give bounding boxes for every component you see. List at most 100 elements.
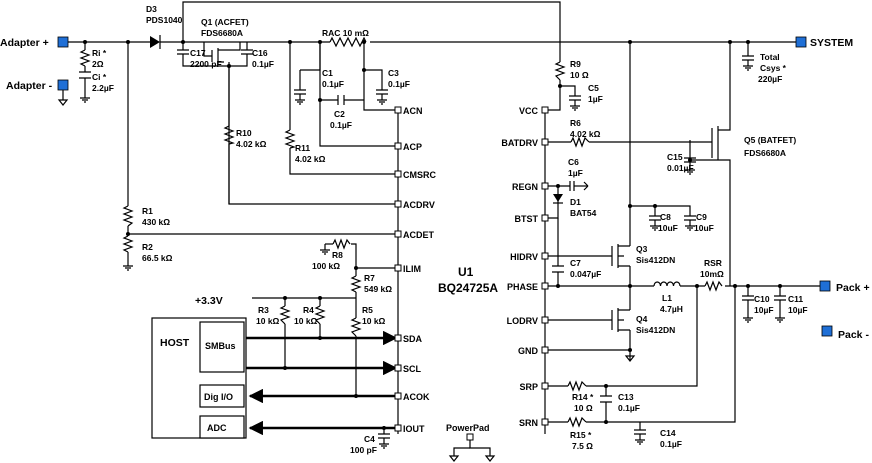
host-smbus-label: SMBus bbox=[205, 341, 236, 351]
terminal-system[interactable] bbox=[795, 36, 807, 48]
part-label: 10mΩ bbox=[700, 269, 724, 279]
part-label: R10 bbox=[236, 128, 252, 138]
part-label: R9 bbox=[570, 59, 581, 69]
ic-right-pin-boxes bbox=[466, 106, 549, 441]
part-label: FDS6680A bbox=[744, 148, 786, 158]
pin-label: ACP bbox=[403, 142, 422, 152]
part-label: 4.02 kΩ bbox=[570, 129, 601, 139]
pin-label: SDA bbox=[403, 334, 423, 344]
label-3v3: +3.3V bbox=[195, 295, 223, 307]
resistor-r1-symbol bbox=[122, 205, 134, 227]
part-label: 10 kΩ bbox=[294, 316, 318, 326]
pin-label: BATDRV bbox=[501, 138, 538, 148]
pin-label: HIDRV bbox=[510, 252, 538, 262]
part-label: 1µF bbox=[588, 94, 603, 104]
ic-refdes: U1 bbox=[458, 265, 474, 279]
part-label: 100 kΩ bbox=[312, 261, 340, 271]
pin-label: BTST bbox=[515, 214, 539, 224]
part-label: R11 bbox=[295, 143, 310, 153]
part-label: 7.5 Ω bbox=[572, 441, 593, 451]
host-buses bbox=[245, 330, 398, 436]
component-labels: D3 PDS1040 Q1 (ACFET) FDS6680A C17 2200 … bbox=[92, 4, 808, 455]
pin-label: IOUT bbox=[403, 424, 425, 434]
part-label: L1 bbox=[662, 293, 672, 303]
part-label: R3 bbox=[258, 305, 269, 315]
part-label: 0.1µF bbox=[660, 439, 682, 449]
resistor-r4-symbol bbox=[314, 305, 326, 325]
part-label: 220µF bbox=[758, 74, 782, 84]
terminal-adapter-minus[interactable] bbox=[57, 79, 69, 91]
resistor-r9-symbol bbox=[554, 61, 566, 81]
part-label: C1 bbox=[322, 68, 333, 78]
pin-label: ACDRV bbox=[403, 200, 435, 210]
pin-label: CMSRC bbox=[403, 170, 436, 180]
junction-dots bbox=[83, 40, 782, 430]
part-label: R6 bbox=[570, 118, 581, 128]
part-label: Total bbox=[760, 52, 780, 62]
part-label: C5 bbox=[588, 83, 599, 93]
mosfet-q1-symbol bbox=[203, 42, 241, 64]
ic-left-pin-boxes bbox=[394, 106, 402, 432]
part-label: 0.1µF bbox=[618, 403, 640, 413]
part-label: 0.1µF bbox=[252, 59, 274, 69]
resistor-rsr-symbol bbox=[704, 280, 723, 292]
part-label: C16 bbox=[252, 48, 268, 58]
part-label: Ci * bbox=[92, 72, 107, 82]
part-label: C2 bbox=[334, 109, 345, 119]
pin-label: SCL bbox=[403, 364, 422, 374]
part-label: 10µF bbox=[788, 305, 808, 315]
pin-label: SRN bbox=[519, 418, 538, 428]
part-label: Sis412DN bbox=[636, 255, 675, 265]
terminal-adapter-plus[interactable] bbox=[57, 36, 69, 48]
part-label: 66.5 kΩ bbox=[142, 253, 173, 263]
label-pack-plus: Pack + bbox=[836, 282, 870, 294]
host-block bbox=[151, 317, 247, 439]
host-labels: HOST SMBus Dig I/O ADC bbox=[160, 337, 236, 433]
pin-label: VCC bbox=[519, 106, 539, 116]
part-label: Csys * bbox=[760, 63, 787, 73]
part-label: C15 bbox=[667, 152, 683, 162]
host-title: HOST bbox=[160, 337, 190, 349]
pin-label: PHASE bbox=[507, 282, 538, 292]
part-label: 10 kΩ bbox=[256, 316, 280, 326]
resistor-r8-symbol bbox=[332, 238, 351, 250]
resistor-r3-symbol bbox=[279, 305, 291, 325]
part-label: 0.1µF bbox=[330, 120, 352, 130]
part-label: 2.2µF bbox=[92, 83, 114, 93]
resistor-r7-symbol bbox=[350, 275, 362, 293]
part-label: C3 bbox=[388, 68, 399, 78]
part-label: 0.1µF bbox=[322, 79, 344, 89]
terminal-pack-plus[interactable] bbox=[819, 280, 831, 292]
part-label: Q3 bbox=[636, 244, 648, 254]
terminals bbox=[57, 36, 833, 337]
part-label: 4.02 kΩ bbox=[236, 139, 267, 149]
part-label: C11 bbox=[788, 294, 803, 304]
part-label: Q4 bbox=[636, 314, 648, 324]
part-label: R8 bbox=[332, 250, 343, 260]
mosfet-q4-symbol bbox=[604, 308, 630, 332]
part-label: RAC 10 mΩ bbox=[322, 28, 369, 38]
ic-u1 bbox=[397, 110, 546, 434]
part-label: C14 bbox=[660, 428, 676, 438]
part-label: Q1 (ACFET) bbox=[201, 17, 249, 27]
terminal-pack-minus[interactable] bbox=[821, 325, 833, 337]
part-label: R1 bbox=[142, 206, 153, 216]
part-label: Ri * bbox=[92, 48, 107, 58]
part-label: FDS6680A bbox=[201, 28, 243, 38]
part-label: 0.047µF bbox=[570, 269, 601, 279]
label-system: SYSTEM bbox=[810, 37, 853, 49]
pin-label: REGN bbox=[512, 182, 538, 192]
pin-label: ILIM bbox=[403, 264, 421, 274]
part-label: R15 * bbox=[570, 430, 592, 440]
ic-part: BQ24725A bbox=[438, 281, 498, 295]
part-label: R7 bbox=[364, 273, 375, 283]
resistor-r10-symbol bbox=[223, 125, 236, 145]
wires bbox=[68, 1, 820, 456]
pin-label-powerpad: PowerPad bbox=[446, 423, 490, 433]
label-adapter-plus: Adapter + bbox=[0, 37, 49, 49]
part-label: 10 Ω bbox=[570, 70, 589, 80]
part-label: 1µF bbox=[568, 168, 583, 178]
part-label: R5 bbox=[362, 305, 373, 315]
